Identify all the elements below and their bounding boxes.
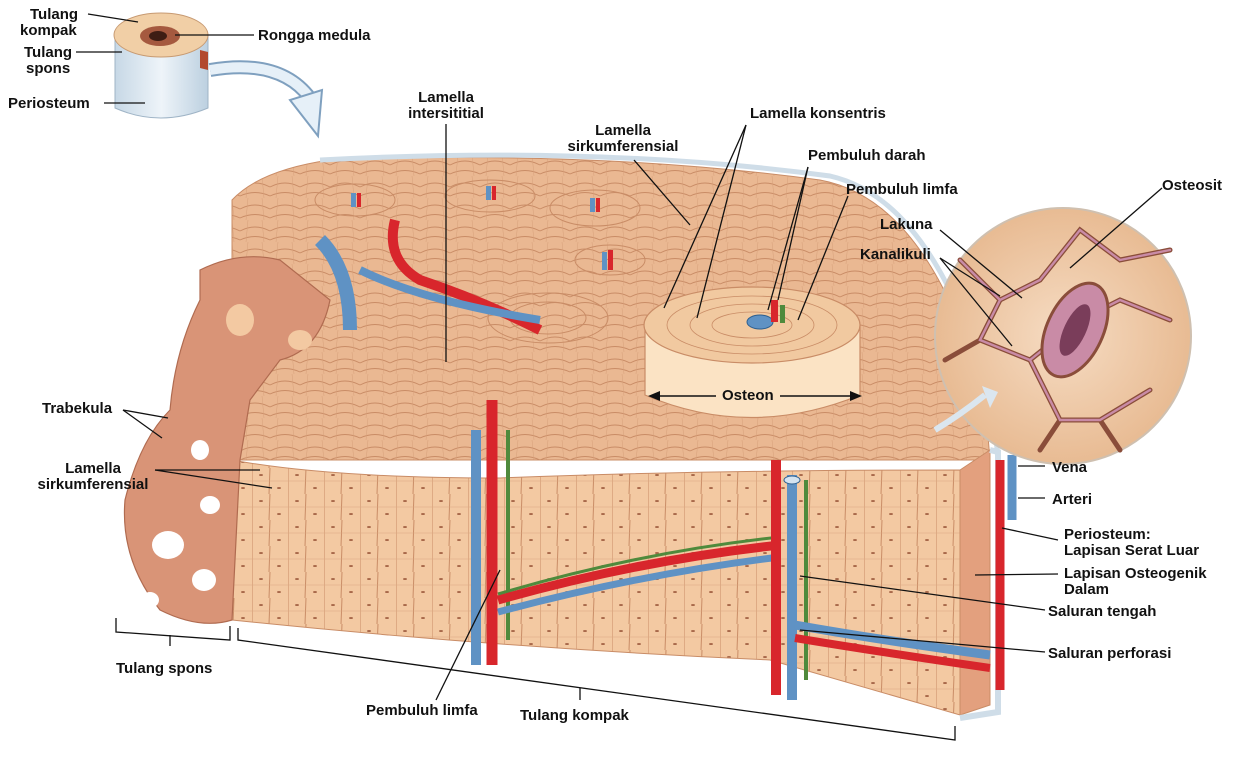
blood-vessels <box>314 218 1017 700</box>
label-tulang-spons-inset-l1: Tulang <box>24 44 73 61</box>
label-lamella-sirkum-top-l2: sirkumferensial <box>567 138 679 155</box>
zoom-arrow <box>208 60 324 139</box>
label-rongga-medula: Rongga medula <box>258 27 371 44</box>
label-saluran-tengah: Saluran tengah <box>1048 603 1157 620</box>
label-osteon: Osteon <box>716 387 780 404</box>
label-kanalikuli: Kanalikuli <box>860 246 931 263</box>
label-lamella-intersititial-l2: intersititial <box>408 105 484 122</box>
bone-block <box>231 152 1001 721</box>
label-tulang-kompak: Tulang kompak <box>520 707 629 724</box>
inset-bone-cylinder <box>113 12 209 119</box>
label-lamella-sirkum-left-l2: sirkumferensial <box>37 476 149 493</box>
surface-osteons <box>314 179 646 344</box>
osteocyte-magnified <box>933 207 1192 465</box>
label-saluran-perforasi: Saluran perforasi <box>1048 645 1172 662</box>
label-periosteum-l2: Lapisan Serat Luar <box>1064 542 1200 559</box>
label-pembuluh-limfa-bottom: Pembuluh limfa <box>366 702 478 719</box>
label-periosteum-l1: Periosteum: <box>1064 526 1151 543</box>
label-tulang-kompak-inset-l1: Tulang <box>30 6 79 23</box>
label-lapisan-osteogenik-l1: Lapisan Osteogenik <box>1064 565 1207 582</box>
label-lakuna: Lakuna <box>880 216 933 233</box>
label-lapisan-osteogenik-l2: Dalam <box>1064 581 1110 598</box>
spongy-bone <box>123 256 331 624</box>
leader-lines <box>76 13 1163 741</box>
label-periosteum-inset: Periosteum <box>8 95 90 112</box>
label-tulang-spons-inset-l2: spons <box>26 60 71 77</box>
label-vena: Vena <box>1052 459 1088 476</box>
label-pembuluh-darah: Pembuluh darah <box>808 147 926 164</box>
label-tulang-spons: Tulang spons <box>116 660 213 677</box>
label-osteosit: Osteosit <box>1162 177 1223 194</box>
osteon-cylinder <box>643 286 861 419</box>
label-tulang-kompak-inset-l2: kompak <box>20 22 77 39</box>
label-lamella-sirkum-top-l1: Lamella <box>595 122 651 139</box>
label-arteri: Arteri <box>1052 491 1093 508</box>
label-pembuluh-limfa-top: Pembuluh limfa <box>846 181 958 198</box>
label-lamella-konsentris: Lamella konsentris <box>750 105 886 122</box>
label-lamella-intersititial-l1: Lamella <box>418 89 474 106</box>
label-lamella-sirkum-left-l1: Lamella <box>65 460 121 477</box>
label-trabekula: Trabekula <box>42 400 113 417</box>
